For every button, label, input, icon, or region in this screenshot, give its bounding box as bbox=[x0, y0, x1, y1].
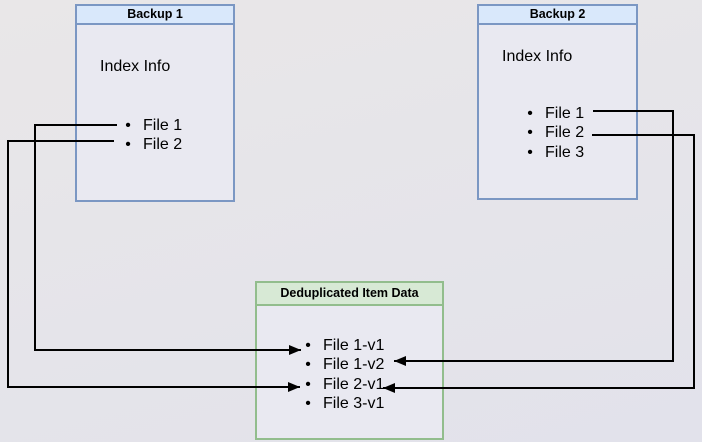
list-item: • File 1-v2 bbox=[297, 356, 440, 376]
list-item: • File 1-v1 bbox=[297, 336, 440, 356]
list-item: • File 2-v1 bbox=[297, 375, 440, 395]
dedup-item-file3v1-label: File 3-v1 bbox=[323, 395, 385, 413]
dedup-box: Deduplicated Item Data • File 1-v1 • Fil… bbox=[255, 281, 444, 440]
backup1-box: Backup 1 Index Info • File 1 • File 2 bbox=[75, 4, 235, 202]
dedup-item-file1v2-label: File 1-v2 bbox=[323, 356, 385, 374]
bullet-icon: • bbox=[527, 104, 533, 122]
backup1-title: Backup 1 bbox=[77, 6, 233, 25]
list-item: • File 1 bbox=[117, 116, 231, 136]
bullet-icon: • bbox=[527, 143, 533, 161]
list-item: • File 2 bbox=[519, 124, 634, 144]
dedup-item-file2v1-label: File 2-v1 bbox=[323, 375, 385, 393]
backup2-file2-label: File 2 bbox=[545, 124, 585, 142]
bullet-icon: • bbox=[125, 136, 131, 154]
bullet-icon: • bbox=[305, 395, 311, 413]
backup1-file2-label: File 2 bbox=[143, 136, 183, 154]
backup1-file1-label: File 1 bbox=[143, 116, 183, 134]
list-item: • File 1 bbox=[519, 104, 634, 124]
backup1-index-info-label: Index Info bbox=[100, 58, 171, 75]
bullet-icon: • bbox=[305, 356, 311, 374]
dedup-item-list: • File 1-v1 • File 1-v2 • File 2-v1 • Fi… bbox=[297, 336, 440, 414]
list-item: • File 2 bbox=[117, 136, 231, 156]
backup2-file1-label: File 1 bbox=[545, 104, 585, 122]
list-item: • File 3-v1 bbox=[297, 395, 440, 415]
backup2-file3-label: File 3 bbox=[545, 143, 585, 161]
bullet-icon: • bbox=[305, 336, 311, 354]
bullet-icon: • bbox=[527, 124, 533, 142]
list-item: • File 3 bbox=[519, 143, 634, 163]
backup2-title: Backup 2 bbox=[479, 6, 636, 25]
backup2-file-list: • File 1 • File 2 • File 3 bbox=[519, 104, 634, 163]
backup2-box: Backup 2 Index Info • File 1 • File 2 • … bbox=[477, 4, 638, 200]
dedup-title: Deduplicated Item Data bbox=[257, 283, 442, 306]
backup2-index-info-label: Index Info bbox=[502, 48, 573, 65]
dedup-item-file1v1-label: File 1-v1 bbox=[323, 336, 385, 354]
backup1-file-list: • File 1 • File 2 bbox=[117, 116, 231, 155]
bullet-icon: • bbox=[125, 116, 131, 134]
bullet-icon: • bbox=[305, 375, 311, 393]
